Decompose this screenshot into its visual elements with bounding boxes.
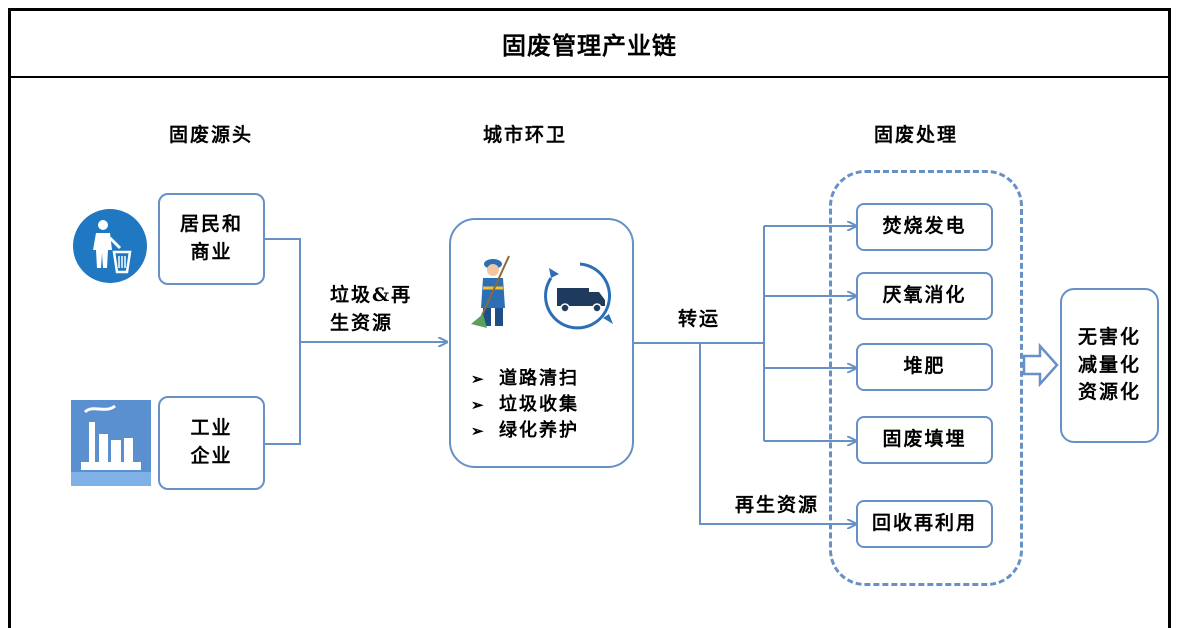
edge-waste-line-1: 垃圾&再 bbox=[330, 284, 413, 306]
edge-label-transfer: 转运 bbox=[678, 308, 721, 330]
edge-label-recycle: 再生资源 bbox=[735, 494, 820, 516]
residential-line-2: 商业 bbox=[190, 241, 233, 263]
task-label: 绿化养护 bbox=[499, 420, 579, 441]
treatment-node-incineration: 焚烧发电 bbox=[856, 203, 993, 251]
outcome-line-2: 减量化 bbox=[1077, 353, 1141, 376]
outcome-line-1: 无害化 bbox=[1077, 326, 1141, 349]
arrow-bullet-icon: ➢ bbox=[471, 370, 486, 388]
edge-label-waste: 垃圾&再 生资源 bbox=[330, 282, 412, 337]
industrial-line-2: 企业 bbox=[190, 445, 233, 467]
task-item: ➢ 绿化养护 bbox=[471, 418, 579, 444]
diagram-frame bbox=[8, 8, 1171, 628]
edge-waste-line-2: 生资源 bbox=[330, 311, 394, 334]
outcome-arrow bbox=[1022, 342, 1059, 388]
factory-icon bbox=[71, 400, 151, 486]
section-sanitation-label: 城市环卫 bbox=[483, 124, 568, 146]
task-item: ➢ 垃圾收集 bbox=[471, 392, 579, 418]
sanitation-task-list: ➢ 道路清扫 ➢ 垃圾收集 ➢ 绿化养护 bbox=[471, 366, 579, 444]
treatment-node-anaerobic: 厌氧消化 bbox=[856, 272, 993, 320]
treatment-node-landfill: 固废填埋 bbox=[856, 416, 993, 464]
arrow-bullet-icon: ➢ bbox=[471, 396, 486, 414]
treatment-node-recycling: 回收再利用 bbox=[856, 500, 993, 548]
arrow-bullet-icon: ➢ bbox=[471, 422, 486, 440]
industrial-line-1: 工业 bbox=[190, 417, 233, 440]
sanitation-node: ➢ 道路清扫 ➢ 垃圾收集 ➢ 绿化养护 bbox=[449, 218, 634, 468]
section-treatment-label: 固废处理 bbox=[874, 124, 959, 146]
outcome-node: 无害化 减量化 资源化 bbox=[1060, 288, 1159, 443]
treatment-group bbox=[829, 170, 1023, 586]
title-bar: 固废管理产业链 bbox=[8, 8, 1171, 78]
residential-line-1: 居民和 bbox=[179, 213, 243, 236]
source-residential-node: 居民和 商业 bbox=[158, 193, 265, 285]
section-source-label: 固废源头 bbox=[169, 124, 254, 146]
treatment-node-compost: 堆肥 bbox=[856, 343, 993, 391]
diagram-title: 固废管理产业链 bbox=[502, 31, 677, 60]
trash-person-icon bbox=[73, 209, 147, 283]
task-item: ➢ 道路清扫 bbox=[471, 366, 579, 392]
outcome-line-3: 资源化 bbox=[1077, 381, 1141, 404]
task-label: 道路清扫 bbox=[499, 368, 579, 389]
garbage-truck-icon bbox=[544, 262, 613, 330]
task-label: 垃圾收集 bbox=[499, 394, 579, 415]
street-sweeper-icon bbox=[471, 255, 510, 328]
source-industrial-node: 工业 企业 bbox=[158, 396, 265, 490]
